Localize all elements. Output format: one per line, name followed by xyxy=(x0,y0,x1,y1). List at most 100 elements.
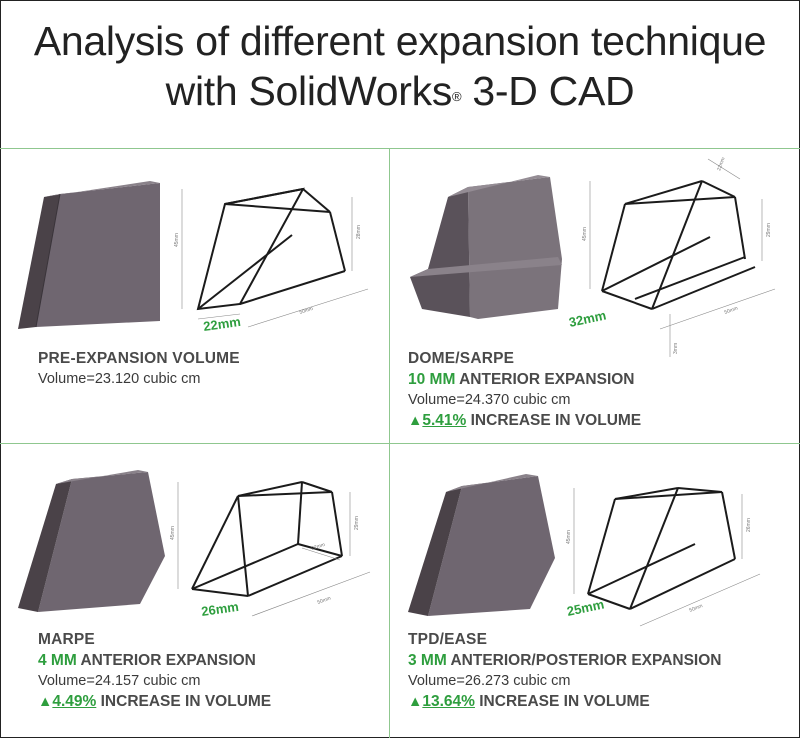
wireframe-edge xyxy=(601,236,711,292)
width-label: 22mm xyxy=(202,314,241,334)
wireframe-edge xyxy=(734,196,746,260)
wireframe-edge xyxy=(701,180,736,198)
dim-line-length xyxy=(639,573,761,627)
title-line-2-main: with SolidWorks xyxy=(165,68,453,114)
registered-mark: ® xyxy=(452,89,462,104)
solid-front-face xyxy=(38,472,165,612)
panel-heading: DOME/SARPE xyxy=(408,350,515,367)
volume-text: Volume=23.120 cubic cm xyxy=(38,371,201,387)
expansion-text: ANTERIOR/POSTERIOR EXPANSION xyxy=(446,652,722,669)
wireframe-edge xyxy=(239,270,346,305)
increase-pct: 4.49% xyxy=(52,693,97,710)
panel-heading: PRE-EXPANSION VOLUME xyxy=(38,350,240,367)
dome-sarpe-drawing: 45mm 29mm 22mm 50mm 3mm 32mm xyxy=(410,157,776,357)
wireframe-edge xyxy=(624,180,703,205)
wireframe-edge xyxy=(237,495,249,597)
increase-text: INCREASE IN VOLUME xyxy=(96,693,272,710)
dim-height-label: 45mm xyxy=(566,530,572,544)
wireframe-edge xyxy=(634,256,746,300)
dim-back-height-label: 29mm xyxy=(766,223,772,237)
wireframe-edge xyxy=(624,196,736,205)
increase-pct: 5.41% xyxy=(422,412,467,429)
width-label: 32mm xyxy=(568,307,608,329)
expansion-line: 10 MM ANTERIOR EXPANSION xyxy=(408,370,635,390)
solid-side-face xyxy=(18,479,72,612)
wireframe-edge xyxy=(191,588,249,597)
solid-edge xyxy=(35,193,61,328)
wireframe-edge xyxy=(587,593,631,610)
panel-pre-expansion: 45mm 28mm 50mm 22mm PRE-EXPANSION VOLUME… xyxy=(0,149,389,443)
increase-text: INCREASE IN VOLUME xyxy=(474,693,650,710)
dim-back-height-label: 26mm xyxy=(746,518,752,532)
expansion-value: 3 MM xyxy=(408,652,447,669)
wireframe-front-face xyxy=(196,187,305,311)
wireframe-edge xyxy=(247,555,343,597)
wireframe-edge xyxy=(601,290,653,310)
dim-back-height-label: 28mm xyxy=(356,225,362,239)
wireframe-edge xyxy=(301,481,333,493)
wireframe-edge xyxy=(297,481,303,545)
solid-model xyxy=(410,175,562,319)
dim-line-back-width xyxy=(301,547,341,561)
solid-side-face xyxy=(408,486,462,616)
dim-line-length xyxy=(247,288,369,328)
wireframe-edge xyxy=(302,188,331,213)
up-arrow-icon: ▲ xyxy=(408,413,423,429)
wireframe-edge xyxy=(329,211,346,272)
width-label: 25mm xyxy=(566,596,606,618)
dim-length-label: 50mm xyxy=(724,305,739,315)
volume-text: Volume=26.273 cubic cm xyxy=(408,673,571,689)
wireframe-edge xyxy=(629,558,736,610)
wireframe-edge xyxy=(237,481,303,497)
wireframe-edge xyxy=(629,487,679,610)
width-label: 26mm xyxy=(200,599,239,619)
panel-marpe: 45mm 29mm 22mm 50mm 26mm MARPE 4 MM ANTE… xyxy=(0,444,389,738)
wireframe-edge xyxy=(197,234,293,310)
dim-length-label: 50mm xyxy=(317,595,332,605)
dim-length-label: 50mm xyxy=(689,603,704,614)
expansion-value: 4 MM xyxy=(38,652,77,669)
dim-line-length xyxy=(659,288,776,330)
solid-top-face xyxy=(448,175,550,197)
title-line-1: Analysis of different expansion techniqu… xyxy=(33,18,767,64)
expansion-text: ANTERIOR EXPANSION xyxy=(455,371,635,388)
dimension-lines xyxy=(177,482,371,617)
wireframe-edge xyxy=(587,543,696,595)
wireframe-edge xyxy=(237,491,333,497)
solid-model xyxy=(18,470,165,612)
solid-front-face xyxy=(428,476,555,616)
dimension-lines xyxy=(589,158,776,357)
dim-height-label: 45mm xyxy=(174,233,180,247)
divider-top xyxy=(0,148,800,149)
wireframe-model xyxy=(587,487,736,610)
wireframe-edge xyxy=(651,266,756,310)
wireframe-edge xyxy=(297,543,343,557)
increase-line: ▲5.41% INCREASE IN VOLUME xyxy=(408,411,641,431)
increase-text: INCREASE IN VOLUME xyxy=(466,412,642,429)
tpd-ease-drawing: 45mm 26mm 50mm 25mm xyxy=(408,474,761,627)
dim-height-label: 45mm xyxy=(170,526,176,540)
wireframe-edge xyxy=(614,487,679,500)
wireframe-edge xyxy=(721,491,736,560)
wireframe-edge xyxy=(224,203,331,213)
dim-base-label: 3mm xyxy=(673,343,679,354)
dimension-lines xyxy=(181,189,369,328)
expansion-line: 4 MM ANTERIOR EXPANSION xyxy=(38,651,256,671)
increase-pct: 13.64% xyxy=(422,693,475,710)
volume-text: Volume=24.157 cubic cm xyxy=(38,673,201,689)
wireframe-edge xyxy=(614,491,723,500)
increase-line: ▲13.64% INCREASE IN VOLUME xyxy=(408,692,650,712)
wireframe-edge xyxy=(224,188,304,205)
expansion-text: ANTERIOR EXPANSION xyxy=(76,652,256,669)
volume-text: Volume=24.370 cubic cm xyxy=(408,392,571,408)
dim-line-top xyxy=(707,158,741,180)
dim-line-length xyxy=(251,571,371,617)
solid-side-face xyxy=(18,194,60,329)
wireframe-edge xyxy=(191,495,239,590)
wireframe-edge xyxy=(587,498,616,595)
solid-top-face xyxy=(56,470,148,484)
solid-model xyxy=(18,181,160,329)
panel-heading: TPD/EASE xyxy=(408,631,488,648)
pre-expansion-drawing: 45mm 28mm 50mm 22mm xyxy=(18,181,369,334)
marpe-drawing: 45mm 29mm 22mm 50mm 26mm xyxy=(18,470,371,619)
